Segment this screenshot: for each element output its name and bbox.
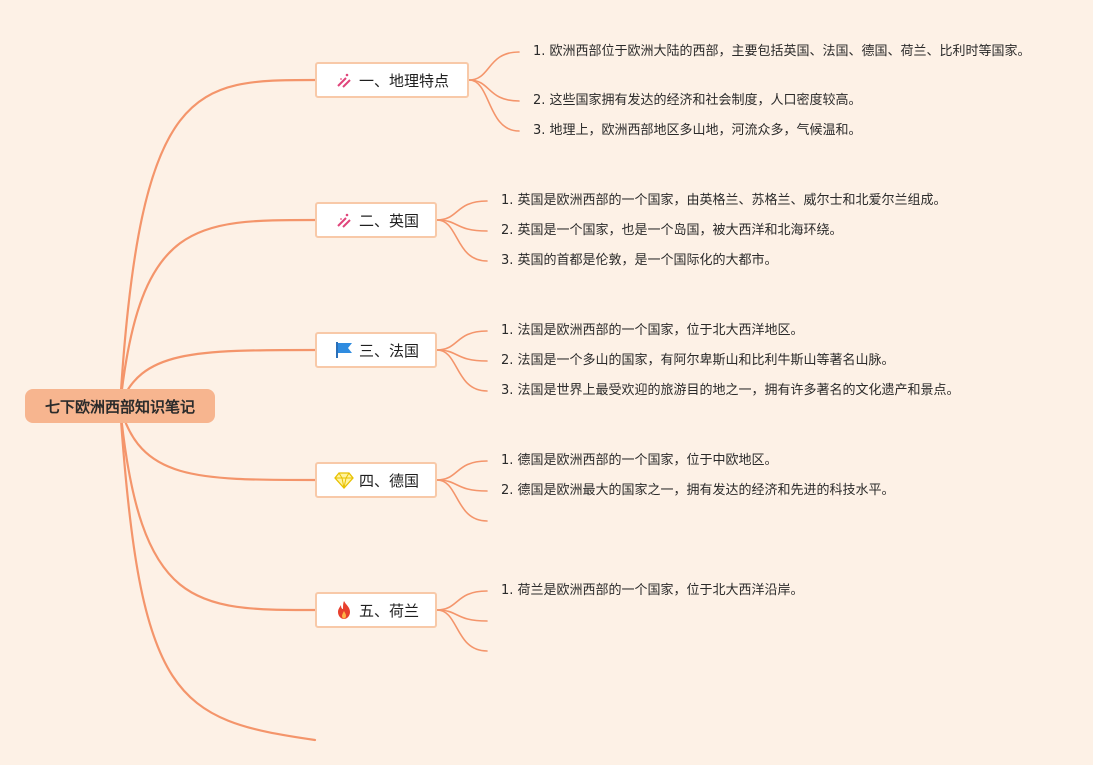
connector-line — [436, 479, 488, 522]
connector-line — [468, 79, 520, 132]
connector-line — [118, 78, 317, 408]
branch-topic-2[interactable]: 二、英国 — [315, 202, 437, 238]
connector-line — [436, 349, 488, 392]
branch-topic-label: 四、德国 — [359, 471, 420, 490]
connector-line — [118, 348, 317, 408]
leaf-topic[interactable]: 2. 英国是一个国家，也是一个岛国，被大西洋和北海环绕。 — [501, 223, 843, 238]
connector-line — [436, 609, 488, 652]
connector-line — [118, 404, 317, 612]
flag-icon — [333, 339, 355, 361]
branch-topic-3[interactable]: 三、法国 — [315, 332, 437, 368]
leaf-topic[interactable]: 3. 法国是世界上最受欢迎的旅游目的地之一，拥有许多著名的文化遗产和景点。 — [501, 383, 960, 398]
leaf-topic[interactable]: 2. 法国是一个多山的国家，有阿尔卑斯山和比利牛斯山等著名山脉。 — [501, 353, 895, 368]
branch-topic-5[interactable]: 五、荷兰 — [315, 592, 437, 628]
branch-topic-1[interactable]: 一、地理特点 — [315, 62, 469, 98]
leaf-topic[interactable]: 1. 法国是欧洲西部的一个国家，位于北大西洋地区。 — [501, 323, 804, 338]
connector-line — [436, 590, 488, 611]
leaf-topic[interactable]: 3. 地理上，欧洲西部地区多山地，河流众多，气候温和。 — [533, 123, 862, 138]
leaf-topic[interactable]: 3. 英国的首都是伦敦，是一个国际化的大都市。 — [501, 253, 778, 268]
connector-line — [118, 218, 317, 408]
leaf-topic[interactable]: 2. 德国是欧洲最大的国家之一，拥有发达的经济和先进的科技水平。 — [501, 483, 895, 498]
root-topic-label: 七下欧洲西部知识笔记 — [44, 397, 195, 416]
branch-topic-label: 五、荷兰 — [359, 601, 420, 620]
connector-line — [118, 404, 317, 742]
branch-topic-label: 二、英国 — [359, 211, 420, 230]
branch-topic-label: 三、法国 — [359, 341, 420, 360]
connector-line — [468, 51, 520, 81]
leaf-topic[interactable]: 2. 这些国家拥有发达的经济和社会制度，人口密度较高。 — [533, 93, 862, 108]
connector-line — [436, 460, 488, 481]
fire-icon — [333, 599, 355, 621]
connector-line — [118, 404, 317, 482]
connector-line — [436, 219, 488, 262]
leaf-topic[interactable]: 1. 欧洲西部位于欧洲大陆的西部，主要包括英国、法国、德国、荷兰、比利时等国家。 — [533, 44, 1031, 59]
connector-line — [436, 200, 488, 221]
connector-line — [436, 330, 488, 351]
branch-topic-4[interactable]: 四、德国 — [315, 462, 437, 498]
root-topic[interactable]: 七下欧洲西部知识笔记 — [25, 389, 215, 423]
diamond-icon — [333, 469, 355, 491]
pencil-ruler-icon — [333, 69, 355, 91]
pencil-ruler-icon — [333, 209, 355, 231]
leaf-topic[interactable]: 1. 德国是欧洲西部的一个国家，位于中欧地区。 — [501, 453, 778, 468]
leaf-topic[interactable]: 1. 荷兰是欧洲西部的一个国家，位于北大西洋沿岸。 — [501, 583, 804, 598]
branch-topic-label: 一、地理特点 — [359, 71, 450, 90]
leaf-topic[interactable]: 1. 英国是欧洲西部的一个国家，由英格兰、苏格兰、威尔士和北爱尔兰组成。 — [501, 193, 947, 208]
